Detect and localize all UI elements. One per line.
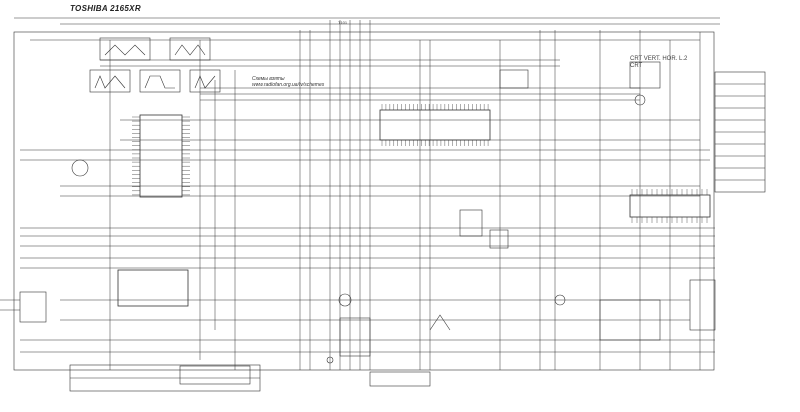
- crt-label-line-1: CRT VERT. HOR. L.2: [630, 56, 688, 62]
- credit-line-2: www.radiofan.org.ua/tv/schemes: [252, 82, 325, 88]
- ic-pin-group: [132, 104, 708, 223]
- crt-label-line-2: CRT: [630, 63, 643, 69]
- wire-group: [0, 17, 766, 392]
- source-credit: Схемы взяты www.radiofan.org.ua/tv/schem…: [252, 76, 324, 88]
- diagram-title: TOSHIBA 2165XR: [70, 4, 141, 13]
- credit-line-1: Схемы взяты: [252, 76, 285, 82]
- crt-label: CRT VERT. HOR. L.2 CRT: [630, 56, 687, 70]
- part-tag: T101: [338, 20, 348, 25]
